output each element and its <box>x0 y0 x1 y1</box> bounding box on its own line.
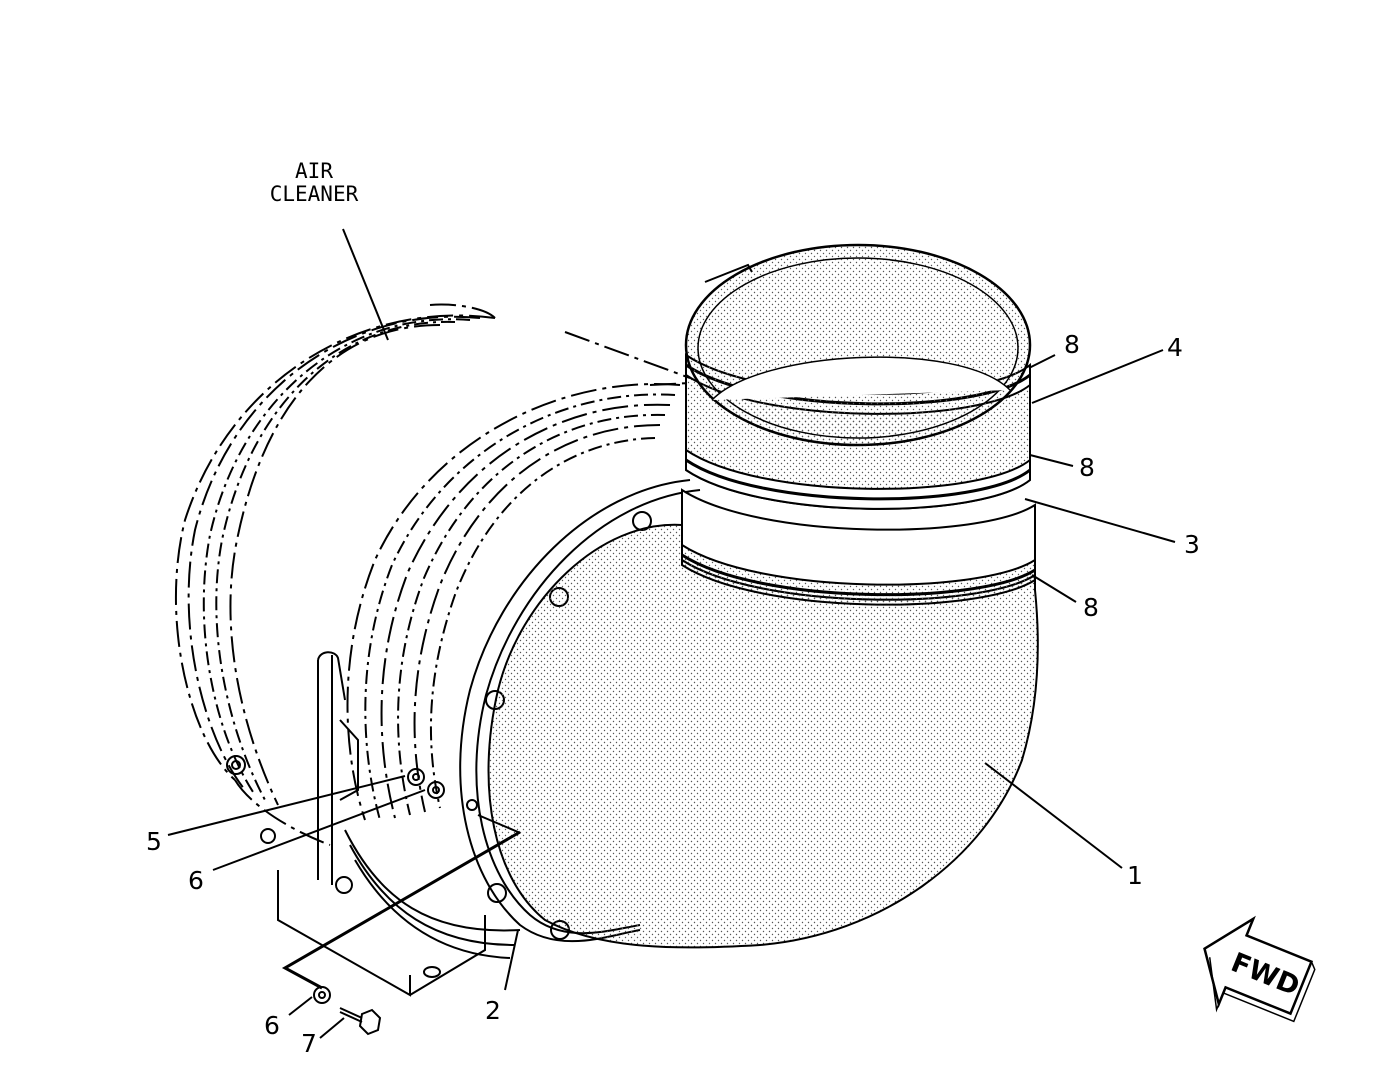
callout-numbers: 8 4 8 3 8 1 2 5 6 6 7 <box>146 330 1200 1058</box>
leader-lines <box>167 228 1176 1039</box>
callout-1: 1 <box>1127 861 1143 890</box>
hardware-fasteners <box>281 768 521 1036</box>
callout-8-top: 8 <box>1064 330 1080 359</box>
callout-2: 2 <box>485 996 501 1025</box>
callout-8-bottom: 8 <box>1083 593 1099 622</box>
air-cleaner-phantom-front <box>346 331 691 821</box>
callout-6-upper: 6 <box>188 866 204 895</box>
air-cleaner-label-line2: CLEANER <box>270 182 359 206</box>
air-cleaner-phantom-rear <box>174 303 496 846</box>
callout-6-lower: 6 <box>264 1011 280 1040</box>
callout-8-middle: 8 <box>1079 453 1095 482</box>
fwd-direction-arrow: FWD <box>1203 915 1316 1023</box>
mounting-bracket <box>226 651 486 997</box>
coupling-stack <box>681 243 1036 606</box>
callout-5: 5 <box>146 827 162 856</box>
callout-4: 4 <box>1167 333 1183 362</box>
air-cleaner-label: AIR CLEANER <box>270 159 359 206</box>
callout-7: 7 <box>301 1029 317 1058</box>
air-cleaner-label-line1: AIR <box>295 159 333 183</box>
callout-3: 3 <box>1184 530 1200 559</box>
